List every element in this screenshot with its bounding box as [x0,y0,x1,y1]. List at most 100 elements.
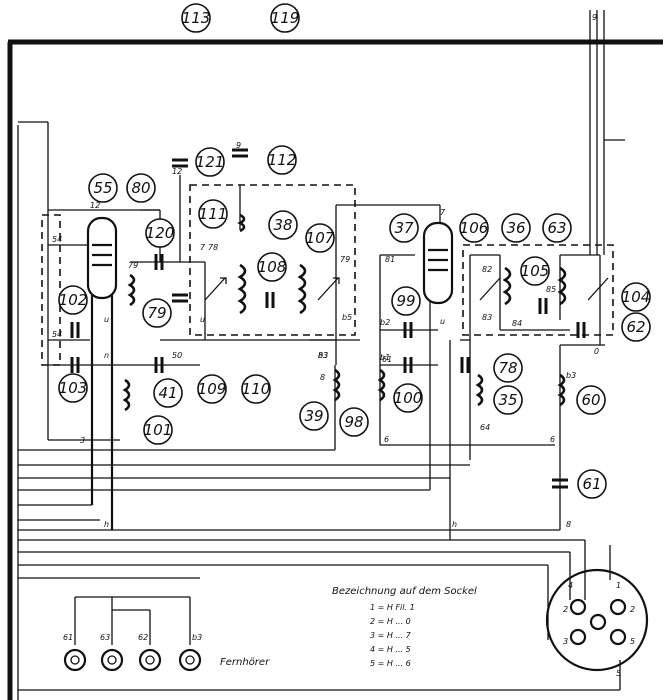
ref-marker: 80 [126,173,156,203]
pin-label: 7 [200,243,206,252]
ref-label: 39 [304,407,323,425]
ref-label: 61 [582,475,601,493]
pin-label: 8 [320,373,325,382]
pin-label: u [440,317,445,326]
pin-label: 54 [52,235,62,244]
pin-label: 78 [208,243,218,252]
ref-label: 104 [622,288,651,306]
pin-label: 3 [80,436,85,445]
pin-label: 62 [138,633,148,642]
legend-row: 1 = H Fil. 1 [370,603,415,612]
ref-label: 108 [258,258,287,276]
pin-label: 8 [566,520,571,529]
ref-marker: 99 [391,286,421,316]
socket-legend: Bezeichnung auf dem Sockel 1 = H Fil. 1 … [332,586,477,668]
ref-marker: 62 [621,312,651,342]
ref-marker: 41 [153,378,183,408]
ref-marker: 121 [195,147,225,177]
legend-row: 3 = H ... 7 [370,631,412,640]
ref-label: 102 [59,291,88,309]
ref-marker: 103 [58,373,88,403]
socket-pin: 5 [616,669,621,678]
ref-label: 35 [498,391,517,409]
pin-label: 63 [100,633,110,642]
ref-label: 55 [93,179,112,197]
ref-label: 62 [626,318,645,336]
ref-marker: 105 [520,256,550,286]
legend-row: 4 = H ... 5 [370,645,411,654]
ref-label: 99 [396,292,415,310]
ref-marker: 60 [576,385,606,415]
ref-marker: 63 [542,213,572,243]
ref-marker: 79 [142,298,172,328]
socket-pin: 1 [616,581,621,590]
pin-label: 7 [440,208,446,217]
pin-label: 84 [512,319,522,328]
pin-label: 50 [172,351,182,360]
pin-label: 6 [384,435,389,444]
ref-marker: 111 [198,199,228,229]
ref-label: 37 [394,219,414,237]
earphone-jacks [63,648,202,672]
ref-label: 78 [498,359,517,377]
socket-pin-labels: 4 1 2 2 3 5 5 [563,581,635,678]
ref-label: 110 [242,380,271,398]
pin-label: 9 [236,141,241,150]
ref-marker: 35 [493,385,523,415]
ref-marker: 98 [339,407,369,437]
ref-label: 111 [199,205,228,223]
ref-marker: 78 [493,353,523,383]
pin-label: u [104,315,109,324]
ref-label: 109 [198,380,227,398]
ref-marker: 37 [389,213,419,243]
pin-label: 12 [90,201,100,210]
ref-label: 38 [273,216,292,234]
shield-boxes [41,184,614,366]
socket-pin: 2 [563,605,568,614]
tube-socket [545,568,649,672]
pin-label: 54 [52,330,62,339]
ref-marker: 100 [393,383,423,413]
reference-markers: 113 119 55 80 120 121 112 111 38 107 108… [58,3,651,499]
capacitors [70,148,609,489]
ref-marker: 36 [501,213,531,243]
legend-row: 2 = H ... 0 [370,617,411,626]
legend-title: Bezeichnung auf dem Sockel [332,586,477,597]
pin-label: h [104,520,109,529]
ref-marker: 112 [267,145,297,175]
pin-labels: 54 54 12 79 78 81 9 79 12 82 83 84 85 b5… [52,13,599,642]
ref-marker: 110 [241,374,271,404]
ref-label: 36 [506,219,525,237]
ref-label: 107 [306,229,335,247]
ref-marker: 38 [268,210,298,240]
ref-label: 98 [344,413,363,431]
tube-left [86,216,118,300]
ref-marker: 120 [145,218,175,248]
ref-marker: 113 [181,3,211,33]
pin-label: 9 [592,13,597,22]
pin-label: b1 [380,353,390,362]
coils [122,213,567,412]
ref-marker: 61 [577,469,607,499]
ref-label: 112 [268,151,297,169]
pin-label: 6 [550,435,555,444]
pin-label: 64 [480,423,490,432]
pin-label: h [452,520,457,529]
ref-label: 41 [158,384,177,402]
ref-label: 105 [521,262,550,280]
pin-label: b2 [380,318,390,327]
pin-label: 81 [385,255,395,264]
ref-label: 113 [182,9,211,27]
ref-label: 60 [581,391,600,409]
socket-pin: 5 [630,637,635,646]
ref-marker: 109 [197,374,227,404]
pin-label: 83 [482,313,492,322]
pin-label: 79 [128,261,138,270]
legend-row: 5 = H ... 6 [370,659,411,668]
ref-marker: 101 [143,415,173,445]
socket-pin: 2 [630,605,635,614]
socket-pin: 4 [568,581,573,590]
ref-label: 103 [59,379,88,397]
earphone-label: Fernhörer [220,657,270,668]
